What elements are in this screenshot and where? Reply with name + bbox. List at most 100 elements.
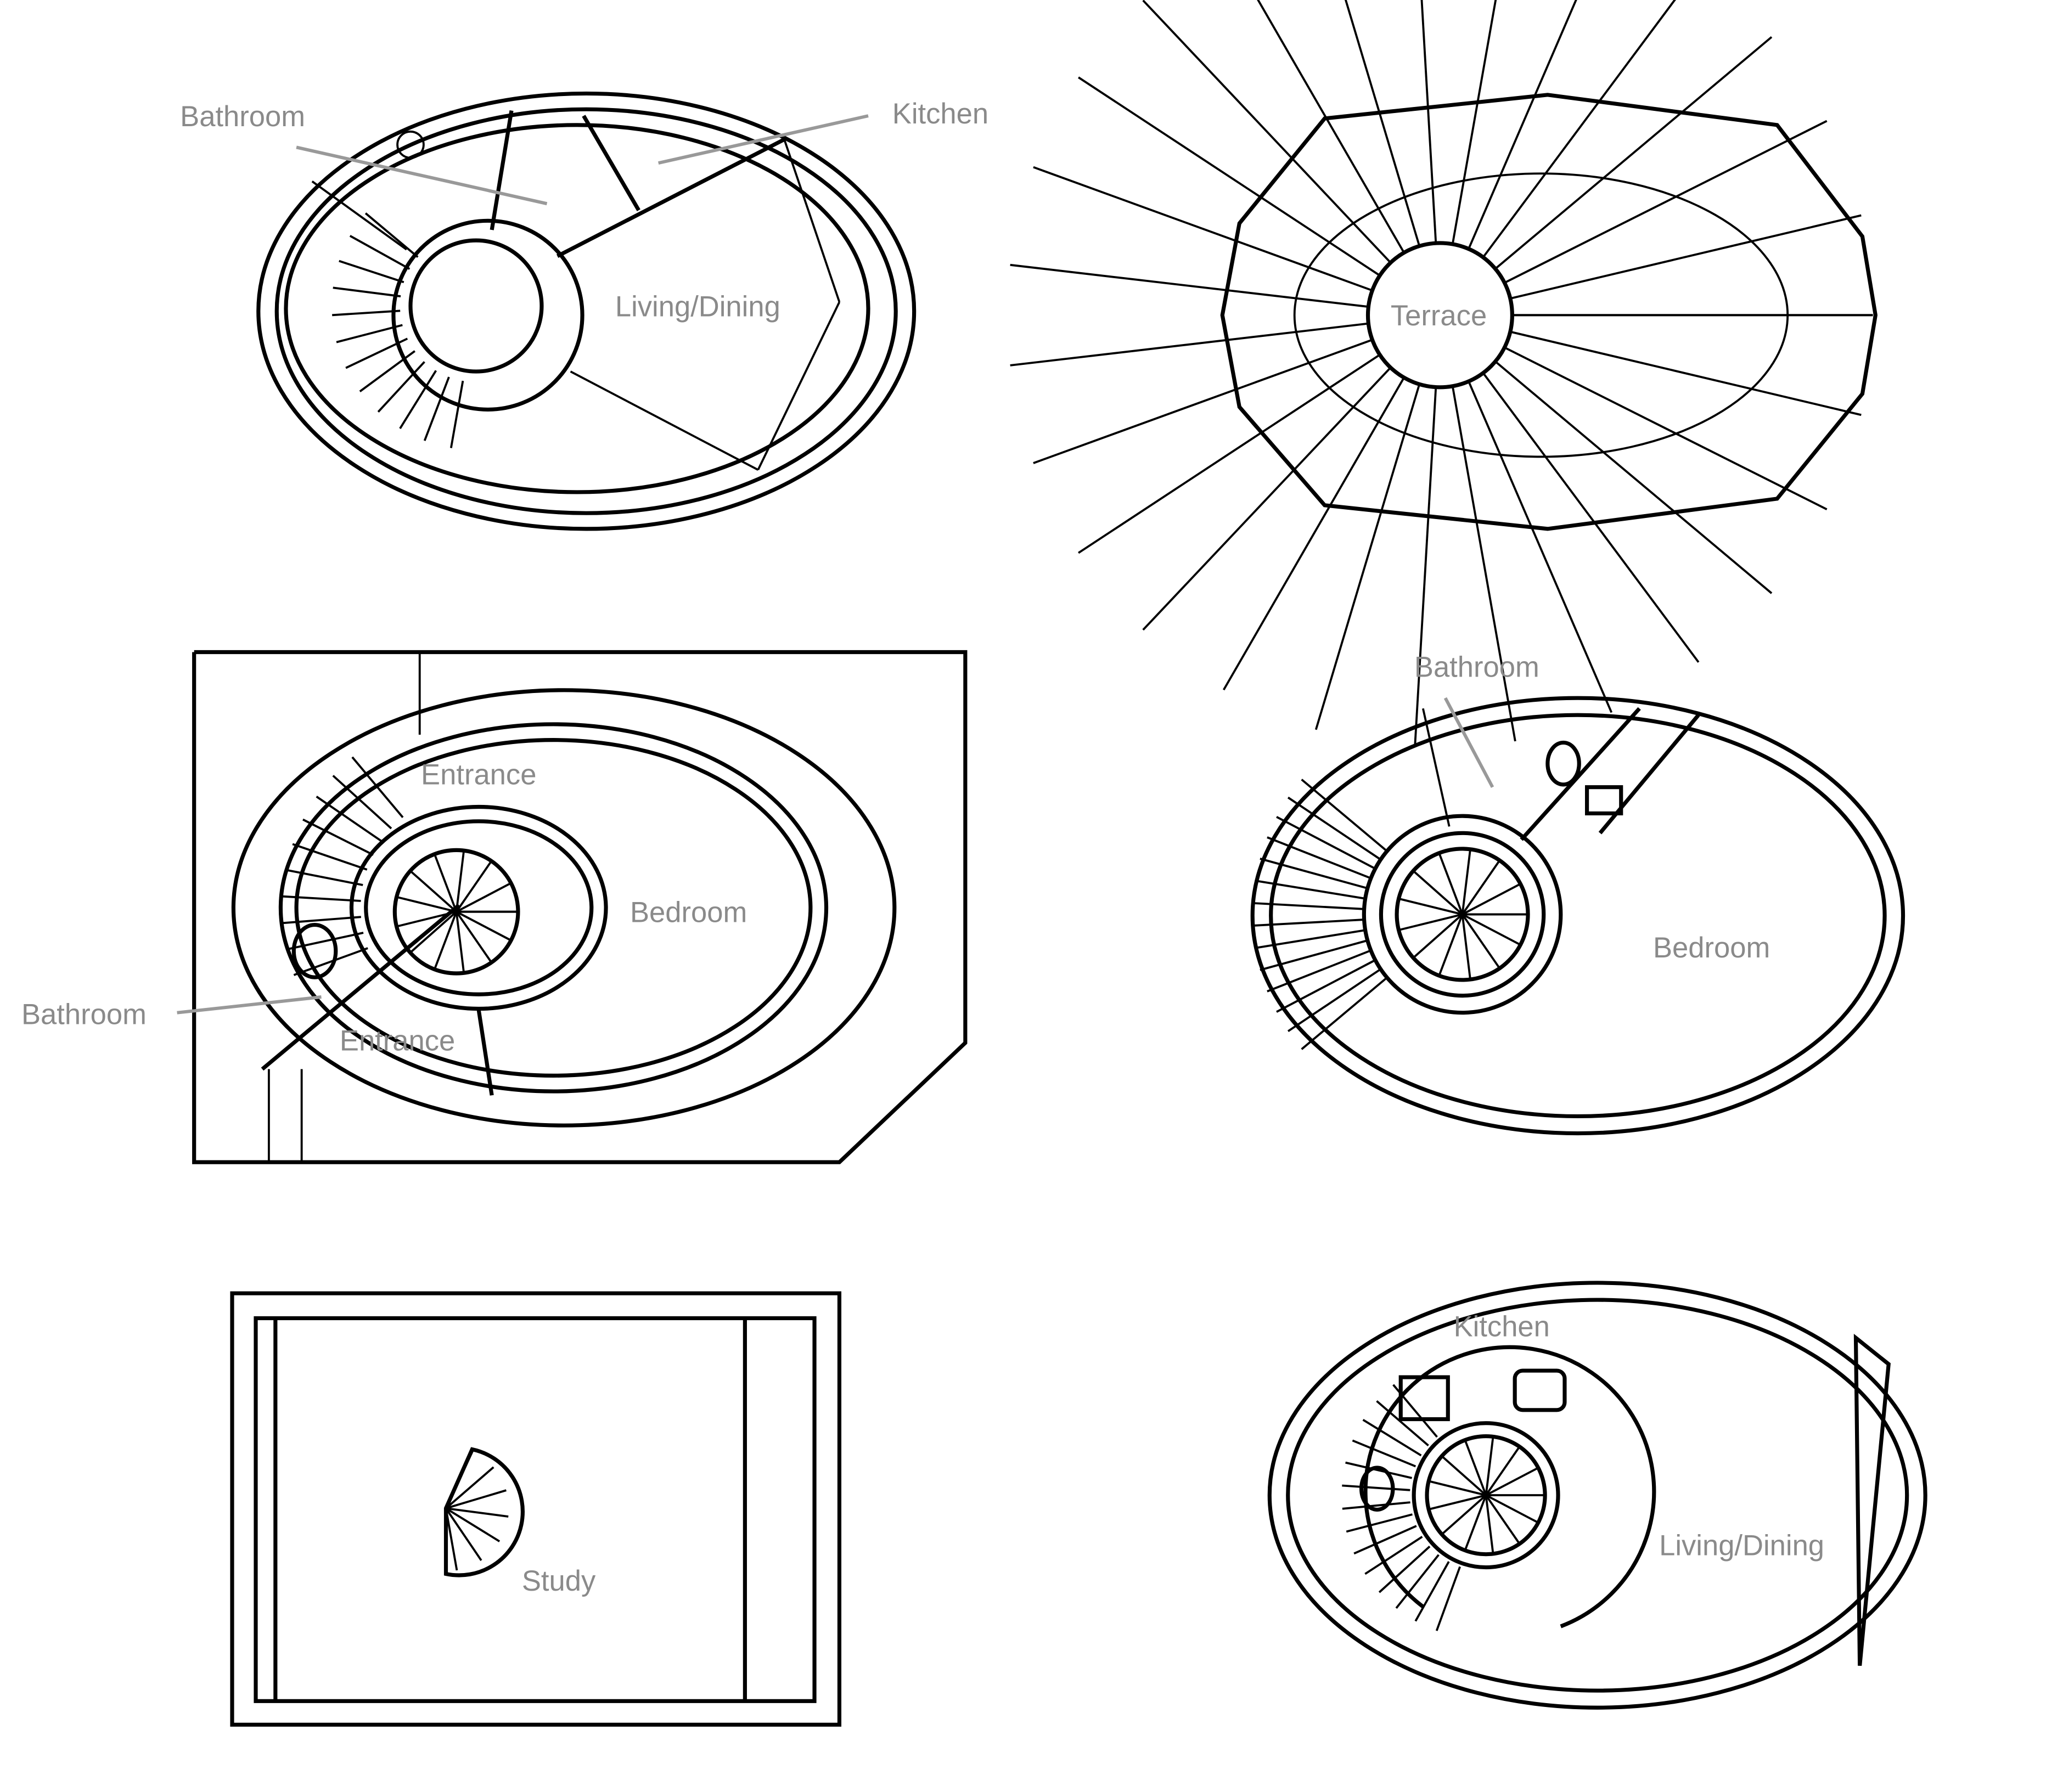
stair-line — [1301, 977, 1388, 1050]
stair-line — [1010, 263, 1369, 308]
stair-line — [1398, 913, 1463, 931]
stair-line — [445, 1507, 482, 1561]
stair-line — [396, 895, 457, 913]
stair-line — [1414, 1561, 1450, 1622]
stair-line — [1078, 353, 1381, 554]
label-bathroom: Bathroom — [180, 100, 305, 133]
stair-line — [1378, 1545, 1431, 1593]
stair-line — [1461, 860, 1501, 915]
label-kitchen: Kitchen — [1454, 1311, 1550, 1343]
stair-line — [409, 870, 457, 913]
stair-line — [445, 1466, 494, 1509]
label-terrace: Terrace — [1391, 300, 1487, 332]
plan-middle-right: Bathroom Bedroom — [1250, 651, 1906, 1136]
stair-line — [377, 361, 425, 413]
stair-line — [1510, 330, 1862, 416]
label-bedroom: Bedroom — [630, 896, 747, 928]
label-study: Study — [522, 1565, 596, 1597]
label-kitchen: Kitchen — [892, 98, 988, 130]
stair-line — [1504, 120, 1828, 284]
stair-line — [1482, 0, 1676, 258]
stair-line — [1267, 836, 1372, 880]
stair-line — [446, 1507, 509, 1518]
stair-line — [445, 1508, 458, 1571]
stair-line — [1485, 1495, 1494, 1554]
stair-line — [1252, 902, 1364, 910]
stair-line — [336, 324, 403, 343]
stair-line — [1398, 898, 1463, 916]
stair-line — [1345, 1461, 1413, 1479]
stair-line — [282, 916, 361, 925]
stair-line — [1412, 870, 1463, 915]
stair-line — [349, 235, 411, 270]
stair-line — [1464, 1495, 1487, 1551]
stair-line — [1510, 214, 1862, 300]
label-entrance-upper: Entrance — [421, 758, 536, 791]
stair-line — [1352, 1439, 1417, 1468]
stair-line — [423, 376, 450, 441]
stair-line — [293, 947, 368, 976]
stair-line — [1395, 1554, 1440, 1609]
stair-line — [445, 1489, 507, 1509]
stair-line — [1451, 0, 1497, 245]
stair-line — [1142, 0, 1392, 264]
stair-line — [1287, 796, 1381, 861]
stair-line — [1494, 360, 1773, 594]
stair-line — [1435, 1566, 1461, 1631]
stair-line — [434, 853, 458, 912]
stair-line — [1301, 779, 1388, 852]
stair-line — [1260, 858, 1368, 889]
stair-line — [449, 380, 464, 448]
label-entrance-lower: Entrance — [340, 1025, 455, 1057]
stair-line — [1252, 918, 1364, 927]
plan-top-left: Bathroom Kitchen Living/Dining — [180, 91, 988, 531]
stair-line — [1276, 816, 1376, 870]
plan-bottom-right: Kitchen Living/Dining — [1267, 1281, 1927, 1710]
stair-line — [1364, 1536, 1423, 1575]
spiral-stair — [1342, 1384, 1545, 1631]
stair-line — [1461, 914, 1501, 969]
stair-line — [1428, 1494, 1487, 1511]
stair-line — [1461, 914, 1471, 980]
stair-line — [1451, 386, 1516, 742]
stair-line — [286, 932, 364, 951]
stair-line — [345, 337, 408, 369]
label-bathroom: Bathroom — [1414, 651, 1539, 683]
stair-line — [1010, 322, 1369, 367]
label-living-dining: Living/Dining — [615, 290, 780, 323]
stair-line — [1362, 1418, 1422, 1457]
stair-line — [1412, 914, 1463, 959]
stair-line — [445, 1451, 474, 1509]
stair-line — [1255, 880, 1365, 900]
plan-middle-left: Entrance Bedroom Bathroom Entrance — [21, 650, 968, 1164]
stair-line — [292, 843, 368, 871]
stair-line — [1461, 849, 1471, 915]
stair-line — [1504, 346, 1828, 510]
terrace-radial-lines — [1010, 0, 1873, 747]
stair-line — [1255, 929, 1365, 949]
stair-line — [1462, 883, 1521, 916]
stair-line — [1468, 381, 1613, 713]
stair-line — [1078, 76, 1381, 277]
stair-line — [1314, 384, 1421, 730]
stair-line — [1462, 913, 1521, 946]
stair-line — [1342, 1501, 1410, 1510]
stair-line — [359, 350, 415, 393]
stair-line — [316, 796, 382, 842]
stair-line — [1438, 914, 1464, 976]
stair-line — [333, 286, 401, 297]
stair-line — [1485, 1494, 1539, 1524]
label-bedroom: Bedroom — [1653, 932, 1770, 964]
stair-line — [351, 756, 404, 818]
stair-line — [332, 309, 401, 317]
stair-line — [339, 260, 404, 284]
stair-line — [1222, 377, 1405, 691]
stair-line — [1033, 339, 1373, 464]
stair-line — [302, 818, 374, 856]
stair-line — [455, 850, 465, 912]
stair-line — [456, 882, 511, 913]
stair-line — [285, 869, 363, 886]
stair-line — [456, 911, 493, 963]
stair-line — [1420, 0, 1437, 244]
